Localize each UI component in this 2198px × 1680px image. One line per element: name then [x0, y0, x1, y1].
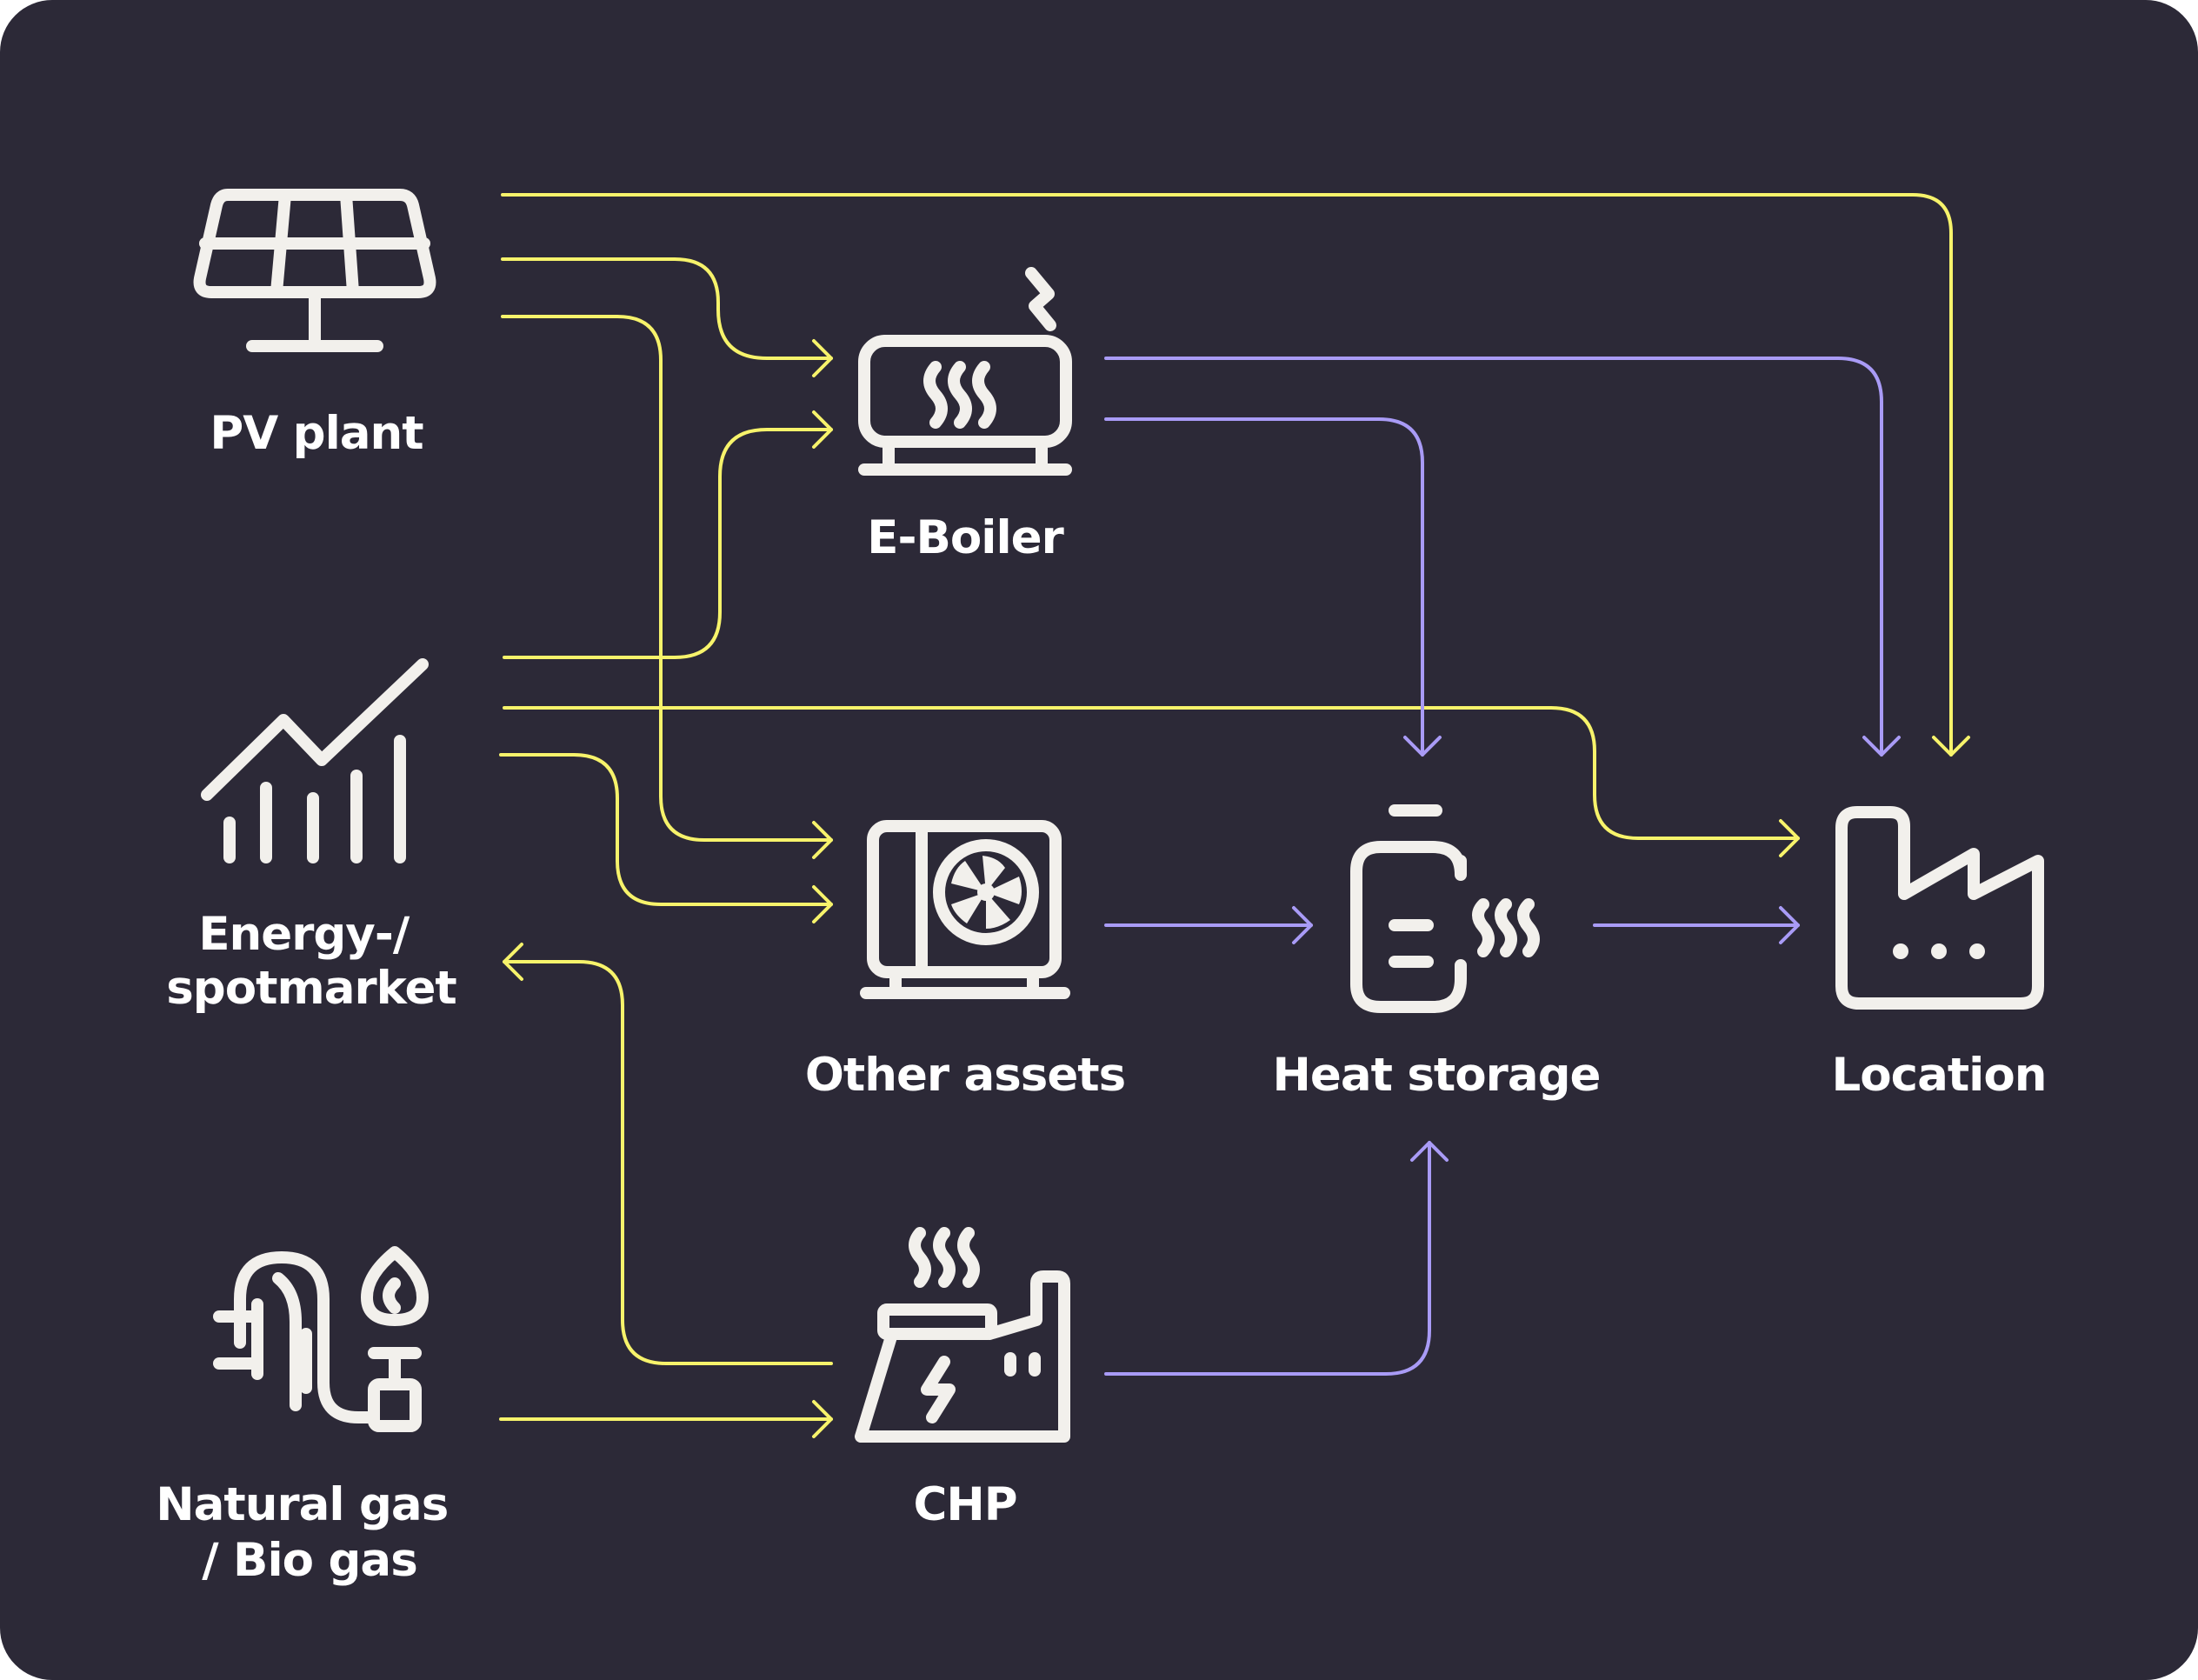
edge-other-to-storage: [1104, 906, 1313, 944]
heat-storage-icon: [1350, 804, 1540, 1013]
label-energy-spotmarket: Energy-/ spotmarket: [166, 908, 456, 1015]
factory-icon: [1835, 806, 2044, 1010]
edge-gas-to-chp: [499, 1400, 833, 1438]
edge-pv-to-location: [501, 193, 1970, 757]
label-other-assets: Other assets: [805, 1049, 1125, 1102]
label-e-boiler: E-Boiler: [867, 511, 1063, 564]
edge-market-to-other: [499, 753, 833, 923]
edge-storage-to-location: [1593, 906, 1800, 944]
node-labels: PV plant Energy-/ spotmarket Natural gas…: [156, 407, 2047, 1587]
edge-chp-to-storage: [1104, 1141, 1449, 1376]
gas-pipe-flame-icon: [213, 1246, 429, 1432]
label-natural-gas: Natural gas / Bio gas: [156, 1478, 463, 1587]
factory-windows: [1893, 943, 1985, 959]
label-location: Location: [1831, 1049, 2046, 1102]
label-pv-plant: PV plant: [210, 407, 423, 460]
e-boiler-icon: [858, 267, 1072, 476]
label-heat-storage: Heat storage: [1273, 1049, 1601, 1102]
edge-market-to-location: [503, 706, 1800, 857]
solar-panel-icon: [193, 189, 436, 352]
edge-eboiler-to-location: [1104, 357, 1901, 757]
heat-pump-icon: [860, 820, 1070, 999]
chp-plant-icon: [855, 1227, 1070, 1443]
edge-market-to-eboiler: [503, 410, 833, 659]
edge-eboiler-to-storage: [1104, 417, 1442, 757]
fan-blades: [951, 856, 1022, 929]
edges: [499, 193, 1970, 1438]
label-chp: CHP: [913, 1478, 1016, 1531]
market-chart-icon: [201, 658, 429, 863]
edge-pv-to-other: [501, 315, 833, 859]
edge-pv-to-eboiler: [501, 257, 833, 377]
edge-chp-to-market: [503, 943, 833, 1365]
